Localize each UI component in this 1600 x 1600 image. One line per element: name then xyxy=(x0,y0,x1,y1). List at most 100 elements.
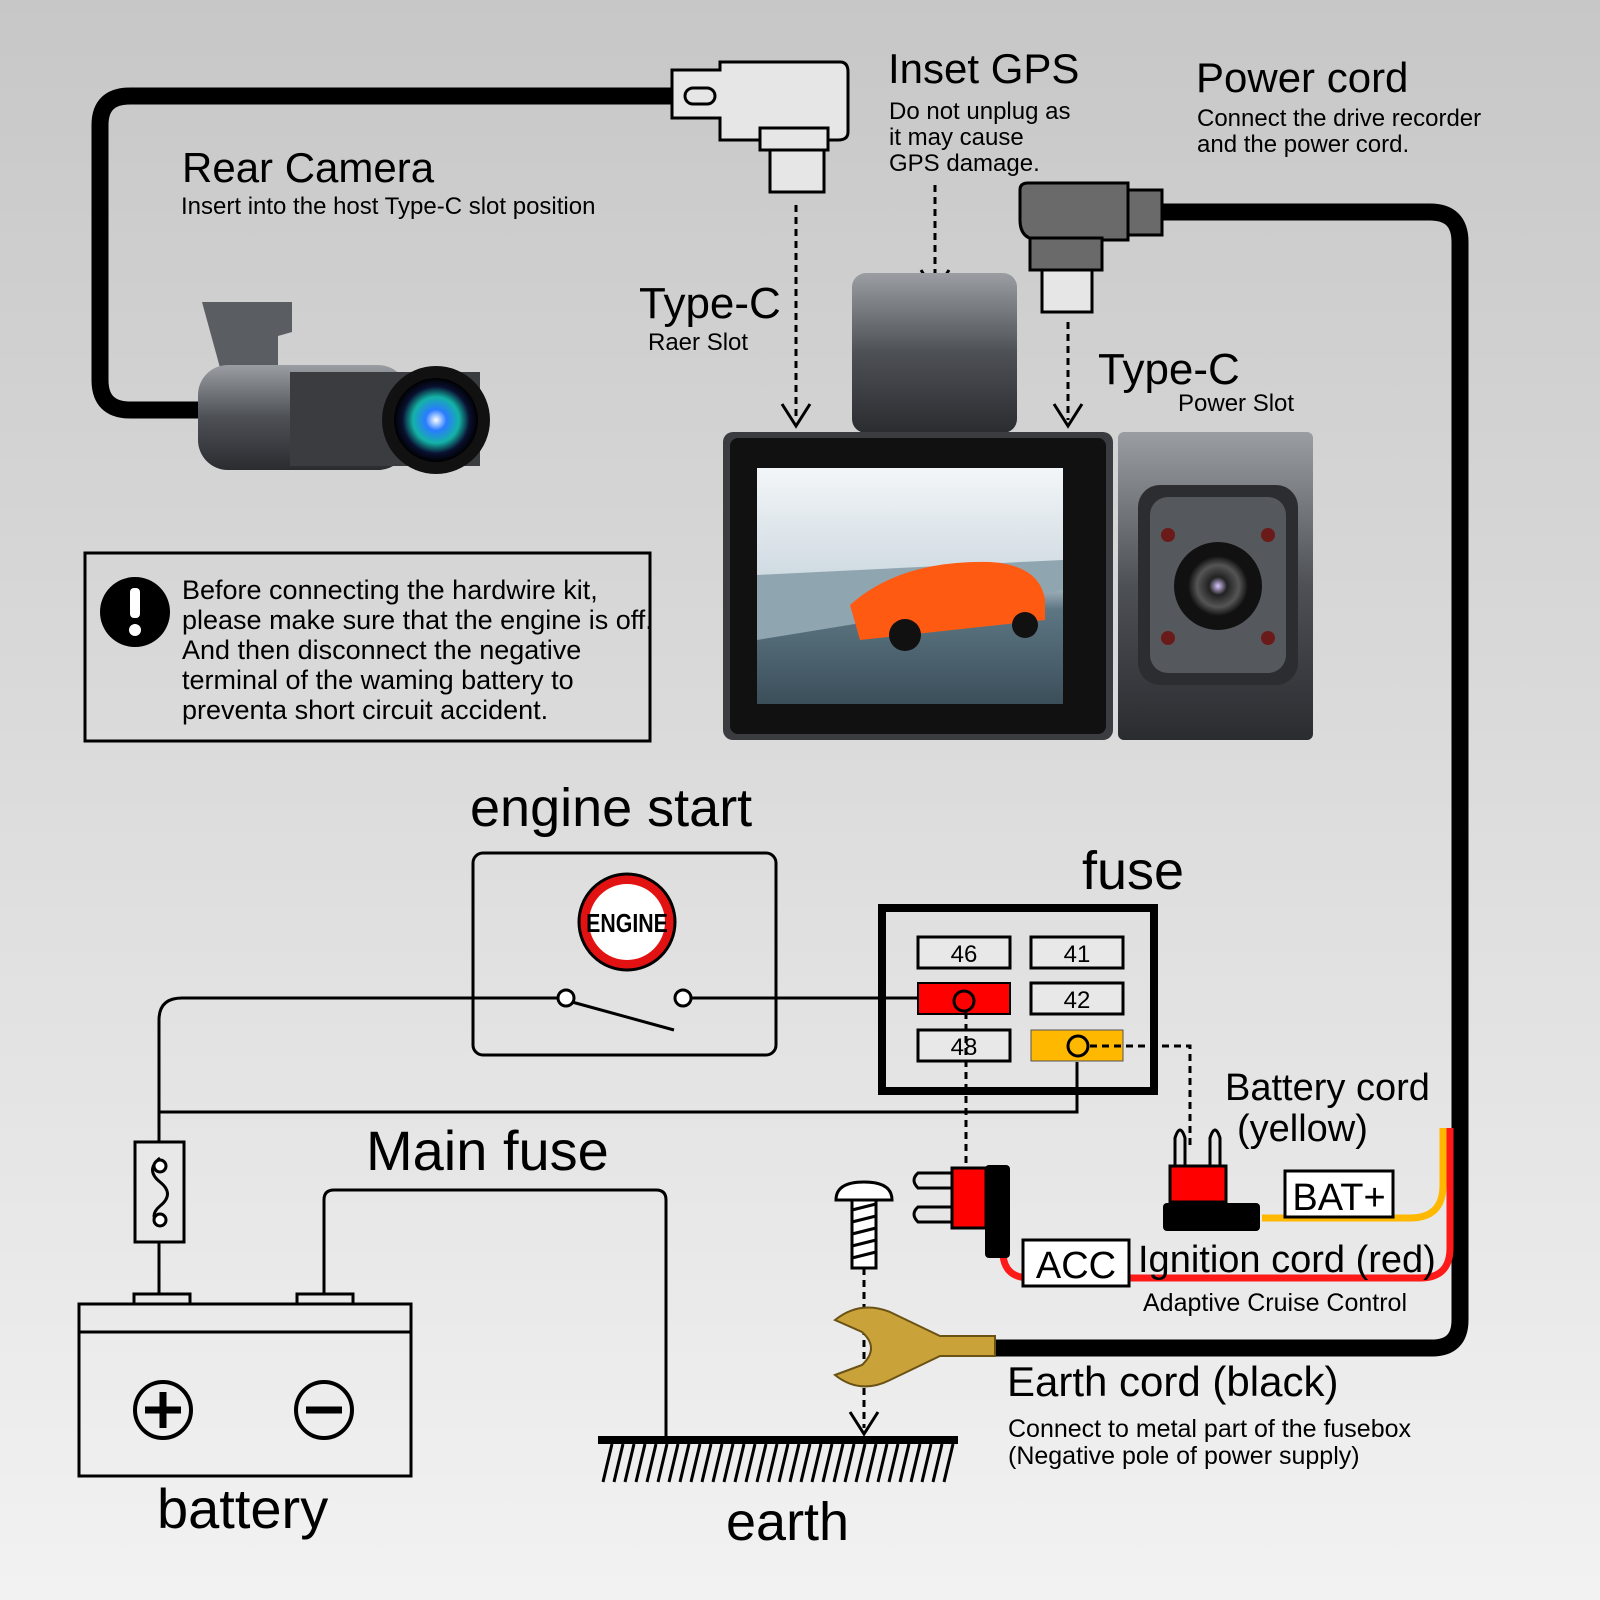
arrow-down-icon xyxy=(780,403,812,429)
ground-hatch xyxy=(623,1443,636,1483)
inset-gps-line: it may cause xyxy=(889,124,1024,151)
ground-hatch xyxy=(612,1443,625,1483)
rear-camera-title: Rear Camera xyxy=(182,144,435,191)
warning-line: preventa short circuit accident. xyxy=(182,695,548,725)
acc-tag xyxy=(1021,1238,1131,1288)
rear-camera-subtitle: Insert into the host Type-C slot positio… xyxy=(181,193,595,220)
rear-camera-cable xyxy=(91,87,675,419)
fuse-slot-41 xyxy=(1029,935,1125,970)
earth-ground-icon xyxy=(598,1436,958,1483)
wire-battery-minus-to-earth xyxy=(322,1188,668,1440)
ground-hatch xyxy=(678,1443,691,1483)
fuse-slot-42 xyxy=(1029,981,1125,1016)
acc-label: ACC xyxy=(1036,1245,1116,1287)
ground-hatch xyxy=(700,1443,713,1483)
svg-text:42: 42 xyxy=(1064,987,1091,1014)
warning-box: Before connecting the hardwire kit, plea… xyxy=(83,551,653,743)
ground-hatch xyxy=(777,1443,790,1483)
rear-slot-subtitle: Raer Slot xyxy=(648,329,748,356)
svg-text:ENGINE: ENGINE xyxy=(586,909,668,939)
tap-point xyxy=(1066,1034,1090,1058)
switch-lever xyxy=(571,1000,675,1032)
bat-dashed-line xyxy=(1090,1044,1192,1145)
earth-cord-line: (Negative pole of power supply) xyxy=(1008,1442,1360,1470)
ground-hatch xyxy=(667,1443,680,1483)
ground-hatch xyxy=(909,1443,922,1483)
rear-camera-image xyxy=(198,302,490,474)
warning-line: Before connecting the hardwire kit, xyxy=(182,575,598,605)
ground-hatch xyxy=(821,1443,834,1483)
bat-plus-tag xyxy=(1283,1169,1395,1219)
ground-hatch xyxy=(865,1443,878,1483)
arrow-down-icon xyxy=(1052,403,1084,429)
fuse-slots: 46 41 42 48 xyxy=(916,935,1125,1063)
power-type-c-connector xyxy=(1018,181,1164,314)
bat-fuse-tap xyxy=(1163,1128,1260,1231)
ground-hatch xyxy=(832,1443,845,1483)
svg-text:48: 48 xyxy=(951,1034,978,1061)
svg-text:46: 46 xyxy=(951,941,978,968)
switch-contact xyxy=(556,988,576,1008)
ground-hatch xyxy=(689,1443,702,1483)
screw-icon xyxy=(834,1180,894,1270)
battery-cord-line: Battery cord xyxy=(1225,1067,1430,1109)
tap-point xyxy=(952,989,976,1013)
ring-terminal-icon xyxy=(832,1306,996,1388)
ground-hatch xyxy=(931,1443,944,1483)
engine-badge: ENGINE xyxy=(577,872,677,972)
engine-start-box xyxy=(471,851,778,1057)
ground-hatch xyxy=(799,1443,812,1483)
inset-gps-line: GPS damage. xyxy=(889,150,1040,177)
ignition-cord-subtitle: Adaptive Cruise Control xyxy=(1143,1289,1407,1317)
yellow-battery-wire xyxy=(1262,1128,1447,1222)
ground-hatch xyxy=(788,1443,801,1483)
earth-cord-title: Earth cord (black) xyxy=(1007,1358,1338,1405)
ground-hatch xyxy=(601,1443,614,1483)
ground-hatch xyxy=(876,1443,889,1483)
power-slot-title: Type-C xyxy=(1098,345,1240,394)
plus-icon xyxy=(133,1380,193,1440)
engine-start-title: engine start xyxy=(470,778,752,838)
acc-fuse-tap xyxy=(912,1165,1010,1258)
bat-plus-label: BAT+ xyxy=(1292,1177,1385,1219)
ground-hatch xyxy=(755,1443,768,1483)
warning-line: And then disconnect the negative xyxy=(182,635,581,665)
power-cord-line: Connect the drive recorder xyxy=(1197,105,1481,132)
warning-line: please make sure that the engine is off. xyxy=(182,605,653,635)
fuse-slot-46 xyxy=(916,935,1012,970)
main-fuse-title: Main fuse xyxy=(366,1119,609,1182)
rear-type-c-connector xyxy=(670,60,850,194)
arrow-down-icon xyxy=(848,1411,880,1437)
ground-hatch xyxy=(744,1443,757,1483)
ground-hatch xyxy=(810,1443,823,1483)
power-cord-line: and the power cord. xyxy=(1197,131,1409,158)
power-cord-title: Power cord xyxy=(1196,54,1408,101)
rear-slot-title: Type-C xyxy=(639,279,781,328)
wire-battery-to-switch xyxy=(157,996,558,1142)
wire-fuse-to-battery xyxy=(159,1062,1079,1114)
ground-hatch xyxy=(920,1443,933,1483)
warning-line: terminal of the waming battery to xyxy=(182,665,574,695)
battery-cord-line: (yellow) xyxy=(1237,1108,1368,1150)
ground-hatch xyxy=(733,1443,746,1483)
ground-hatch xyxy=(766,1443,779,1483)
main-fuse-icon xyxy=(133,1140,186,1244)
battery-title: battery xyxy=(157,1477,328,1540)
ground-hatch xyxy=(634,1443,647,1483)
switch-contact xyxy=(673,988,693,1008)
power-cable xyxy=(990,203,1469,1357)
battery-icon xyxy=(77,1292,413,1478)
ground-hatch xyxy=(656,1443,669,1483)
ground-hatch xyxy=(645,1443,658,1483)
inset-gps-line: Do not unplug as xyxy=(889,98,1070,125)
earth-title: earth xyxy=(726,1492,849,1552)
ground-hatch xyxy=(722,1443,735,1483)
red-ignition-wire xyxy=(999,1128,1454,1282)
fuse-title: fuse xyxy=(1082,841,1184,901)
dashcam-image xyxy=(723,273,1313,740)
power-slot-subtitle: Power Slot xyxy=(1178,390,1294,417)
ground-hatch xyxy=(854,1443,867,1483)
inset-gps-title: Inset GPS xyxy=(888,45,1079,92)
